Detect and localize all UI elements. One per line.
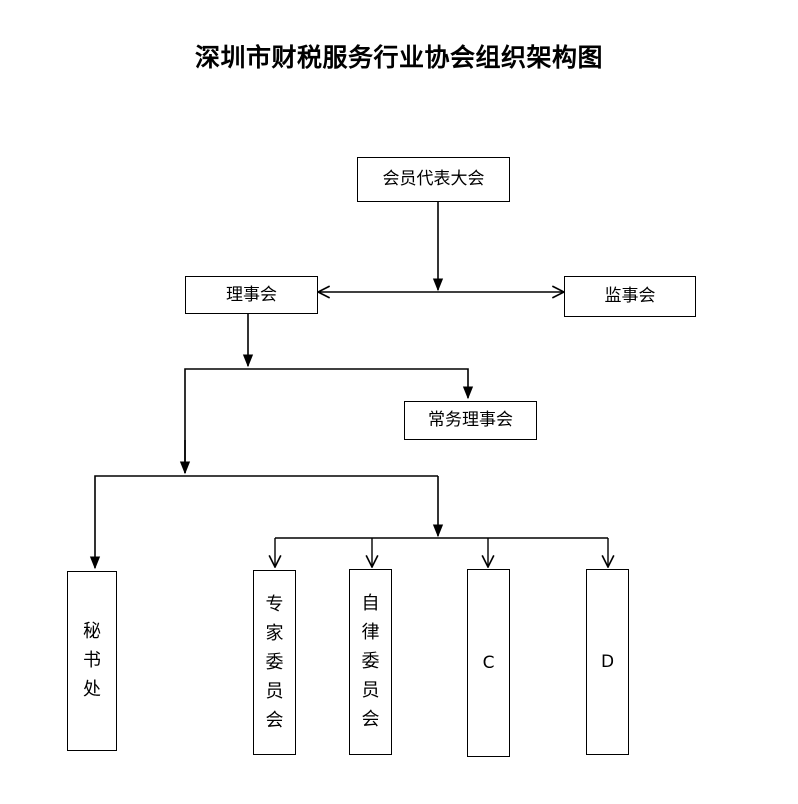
council-label: 理事会 [226,284,277,305]
expert-committee-box: 专 家 委 员 会 [253,570,296,755]
d-label: D [600,651,615,672]
page-title: 深圳市财税服务行业协会组织架构图 [194,43,603,72]
secretariat-branch-connector [89,475,438,570]
secretariat-box: 秘 书 处 [67,571,117,751]
supervisory-box: 监事会 [564,276,696,317]
member-congress-label: 会员代表大会 [382,169,485,189]
c-label: C [482,652,495,673]
standing-council-box: 常务理事会 [404,401,537,440]
d-box: D [586,569,629,755]
standing-council-label: 常务理事会 [428,410,513,430]
discipline-committee-box: 自 律 委 员 会 [349,569,392,755]
council-box: 理事会 [185,276,318,314]
expert-committee-label: 专 家 委 员 会 [265,593,284,731]
discipline-committee-label: 自 律 委 员 会 [361,593,380,730]
c-box: C [467,569,510,757]
secretariat-label: 秘 书 处 [83,621,101,700]
standing-branch-connector [184,368,474,473]
member-congress-box: 会员代表大会 [357,157,510,202]
supervisory-label: 监事会 [604,286,656,306]
